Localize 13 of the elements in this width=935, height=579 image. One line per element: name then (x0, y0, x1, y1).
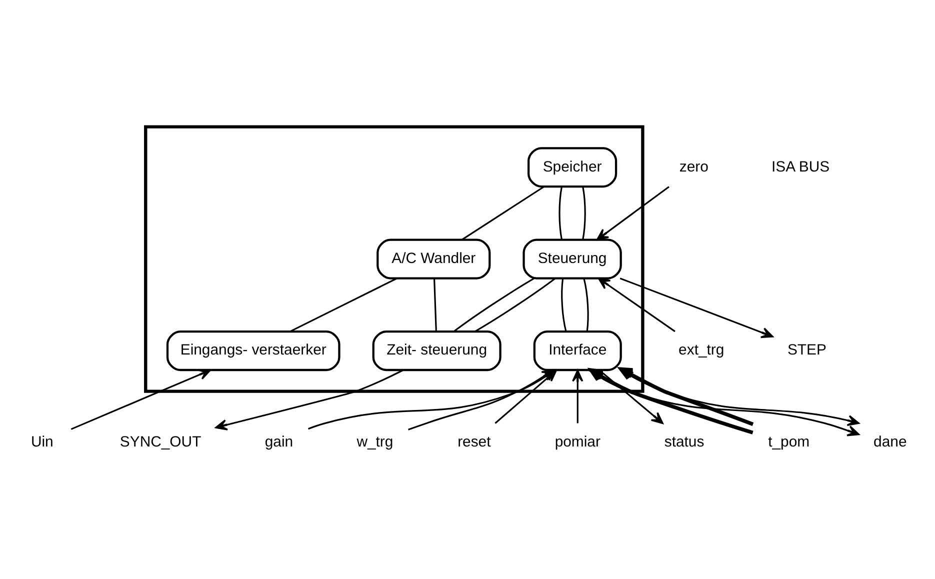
node-text: dane (874, 432, 907, 450)
node-text: ext_trg (678, 341, 724, 358)
node-text: Uin (30, 432, 54, 450)
node-text: gain (264, 432, 294, 450)
node-text: w_trg (356, 432, 394, 450)
label: ISA BUS (772, 158, 830, 175)
node-text: STEP (787, 341, 826, 358)
node-text: pomiar (554, 432, 600, 450)
node-text: reset (458, 432, 491, 450)
node-text: SYNC_OUT (120, 432, 202, 450)
node-text: zero (679, 158, 708, 175)
node-text: status (664, 432, 704, 450)
node-text: t_pom (768, 432, 810, 450)
